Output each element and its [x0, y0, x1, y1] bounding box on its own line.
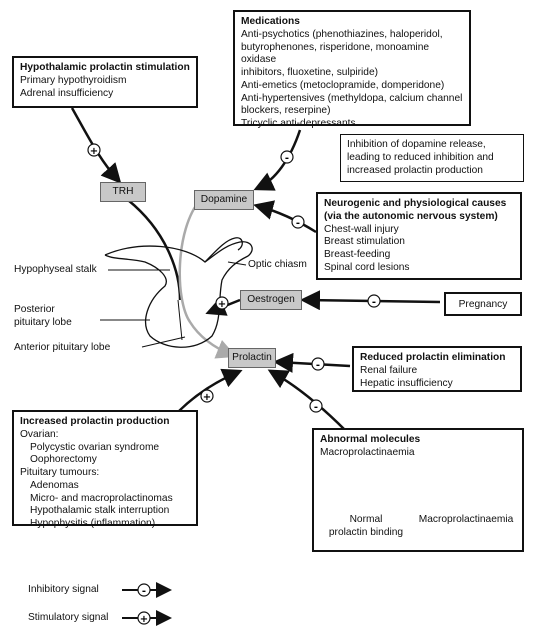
- posterior-lobe-label: Posterior pituitary lobe: [14, 304, 72, 330]
- normal-caption-line: prolactin binding: [328, 526, 404, 538]
- medications-box: Medications Anti-psychotics (phenothiazi…: [233, 10, 471, 129]
- inhibition-note-box: Inhibition of dopamine release, leading …: [340, 134, 524, 182]
- medications-item: inhibitors, fluoxetine, sulpiride): [241, 67, 379, 78]
- arrow-trh-to-pituitary: [127, 199, 182, 301]
- macro-caption: Macroprolactinaemia: [418, 514, 514, 525]
- pregnancy-box: Pregnancy: [444, 292, 522, 316]
- oestrogen-node: Oestrogen: [240, 290, 302, 310]
- posterior-lobe-line: Posterior: [14, 304, 55, 315]
- optic-chiasm-shape: [204, 237, 243, 263]
- stimulatory-symbol-production: +: [200, 389, 214, 403]
- neurogenic-item: Breast stimulation: [324, 236, 405, 248]
- svg-text:+: +: [218, 299, 226, 310]
- dopamine-node: Dopamine: [194, 190, 254, 210]
- increased-production-line: Adenomas: [30, 479, 79, 491]
- legend-inhibitory-label: Inhibitory signal: [28, 584, 99, 595]
- legend-stimulatory-label: Stimulatory signal: [28, 612, 109, 623]
- stimulatory-symbol-oestrogen: +: [215, 296, 229, 310]
- hypophyseal-stalk-label: Hypophyseal stalk: [14, 264, 97, 275]
- pregnancy-label: Pregnancy: [458, 299, 508, 310]
- abnormal-subtitle: Macroprolactinaemia: [320, 446, 415, 458]
- inhibitory-symbol-neurogenic: -: [291, 215, 305, 229]
- neurogenic-box: Neurogenic and physiological causes (via…: [316, 192, 522, 280]
- reduced-elimination-title: Reduced prolactin elimination: [360, 352, 506, 363]
- svg-text:+: +: [203, 392, 211, 403]
- svg-text:+: +: [140, 614, 148, 625]
- stimulatory-symbol-hypothalamic: +: [87, 143, 101, 157]
- reduced-elimination-item: Renal failure: [360, 364, 418, 376]
- increased-production-box: Increased prolactin production Ovarian: …: [12, 410, 198, 529]
- medications-item: butyrophenones, risperidone, monoamine o…: [241, 41, 430, 66]
- abnormal-molecules-box: Abnormal molecules Macroprolactinaemia: [312, 428, 524, 552]
- increased-production-line: Micro- and macroprolactinomas: [30, 492, 173, 504]
- medications-item: Anti-hypertensives (methyldopa, calcium …: [241, 92, 463, 104]
- neurogenic-title: Neurogenic and physiological causes: [324, 198, 507, 209]
- reduced-elimination-item: Hepatic insufficiency: [360, 377, 453, 389]
- inhibition-note-line: Inhibition of dopamine release,: [347, 139, 486, 150]
- increased-production-title: Increased prolactin production: [20, 416, 170, 427]
- inhibitory-symbol-medications: -: [280, 150, 294, 164]
- posterior-lobe-divider: [177, 299, 183, 341]
- increased-production-line: Ovarian:: [20, 428, 59, 440]
- medications-item: Tricyclic anti-depressants: [241, 118, 356, 129]
- hypothalamic-box: Hypothalamic prolactin stimulation Prima…: [12, 56, 198, 108]
- pituitary-outline: [104, 241, 253, 348]
- inhibitory-symbol-elimination: -: [311, 357, 325, 371]
- abnormal-title: Abnormal molecules: [320, 434, 421, 445]
- prolactin-node: Prolactin: [228, 348, 276, 368]
- medications-item: blockers, reserpine): [241, 105, 331, 117]
- leader-optic-chiasm: [227, 261, 247, 266]
- hypothalamic-title: Hypothalamic prolactin stimulation: [20, 62, 190, 73]
- arrow-medications-to-dopamine: [253, 129, 302, 191]
- normal-caption-line: Normal: [349, 514, 383, 525]
- medications-item: Anti-psychotics (phenothiazines, haloper…: [241, 28, 443, 40]
- arrow-abnormal-to-prolactin: [267, 369, 346, 431]
- increased-production-line: Polycystic ovarian syndrome: [30, 441, 160, 453]
- arrow-production-to-prolactin: [177, 368, 243, 413]
- arrow-dopamine-to-prolactin: [178, 199, 237, 359]
- legend-stimulatory-arrow: +: [122, 610, 172, 626]
- medications-title: Medications: [241, 16, 300, 27]
- trh-node: TRH: [100, 182, 146, 202]
- svg-text:-: -: [372, 297, 376, 308]
- optic-chiasm-label: Optic chiasm: [248, 259, 307, 270]
- anterior-lobe-label: Anterior pituitary lobe: [14, 342, 111, 353]
- svg-text:-: -: [285, 153, 289, 164]
- medications-item: Anti-emetics (metoclopramide, domperidon…: [241, 79, 445, 91]
- hypothalamic-item: Adrenal insufficiency: [20, 87, 114, 99]
- normal-binding-caption: Normal prolactin binding: [326, 514, 406, 540]
- increased-production-line: Hypophysitis (inflammation): [30, 518, 156, 529]
- arrow-neurogenic-to-dopamine: [253, 200, 317, 234]
- inhibition-note-line: leading to reduced inhibition and: [347, 151, 494, 163]
- svg-text:-: -: [296, 218, 300, 229]
- increased-production-line: Hypothalamic stalk interruption: [30, 505, 170, 517]
- neurogenic-item: Breast-feeding: [324, 249, 391, 260]
- legend-inhibitory-arrow: -: [122, 582, 172, 598]
- neurogenic-subtitle: (via the autonomic nervous system): [324, 210, 498, 222]
- reduced-elimination-box: Reduced prolactin elimination Renal fail…: [352, 346, 522, 392]
- neurogenic-item: Chest-wall injury: [324, 223, 399, 235]
- increased-production-line: Oophorectomy: [30, 454, 97, 466]
- increased-production-line: Pituitary tumours:: [20, 467, 100, 478]
- inhibitory-symbol-pregnancy: -: [367, 294, 381, 308]
- hypothalamic-item: Primary hypothyroidism: [20, 74, 127, 86]
- svg-text:-: -: [314, 402, 318, 413]
- leader-anterior-lobe: [141, 336, 186, 348]
- svg-text:-: -: [142, 586, 146, 597]
- svg-text:+: +: [90, 146, 98, 157]
- inhibitory-symbol-abnormal: -: [309, 399, 323, 413]
- svg-text:-: -: [316, 360, 320, 371]
- neurogenic-item: Spinal cord lesions: [324, 261, 410, 273]
- posterior-lobe-line: pituitary lobe: [14, 316, 72, 328]
- inhibition-note-line: increased prolactin production: [347, 164, 483, 176]
